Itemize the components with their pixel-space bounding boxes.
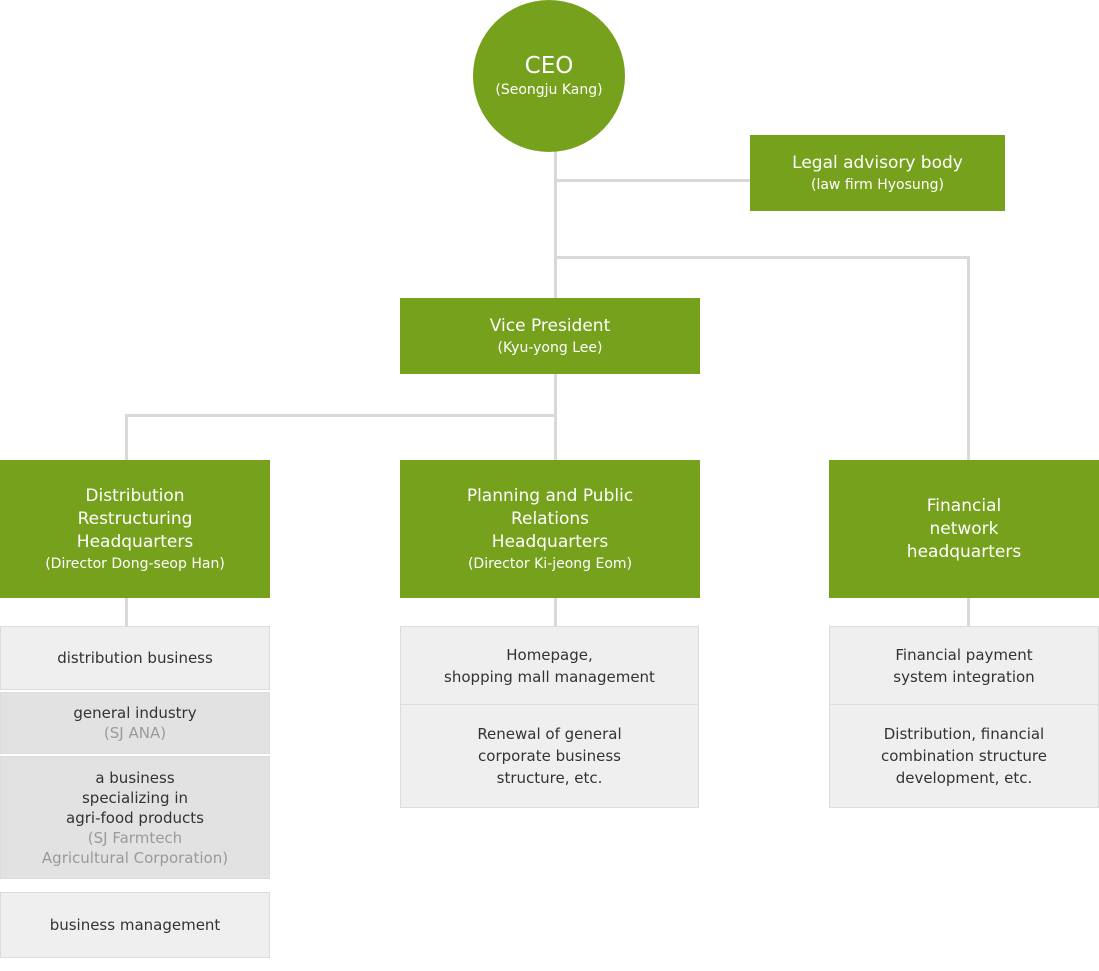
financial-item-payment: Financial payment system integration: [830, 627, 1098, 704]
legal-advisory-node: Legal advisory body (law firm Hyosung): [750, 135, 1005, 211]
planning-hq-director: (Director Ki-jeong Eom): [467, 555, 633, 572]
connector-distribution-items: [125, 598, 128, 626]
distribution-hq-node: Distribution Restructuring Headquarters …: [0, 460, 270, 598]
item-text-line: Homepage,: [506, 645, 593, 664]
ceo-title: CEO: [524, 52, 574, 79]
planning-item-renewal: Renewal of general corporate business st…: [401, 704, 698, 807]
connector-financial-items: [967, 598, 970, 626]
connector-planning-items: [554, 598, 557, 626]
item-text-line: agri-food products: [66, 808, 204, 827]
connector-financial-vertical: [967, 256, 970, 460]
planning-item-homepage: Homepage, shopping mall management: [401, 627, 698, 704]
ceo-name: (Seongju Kang): [495, 81, 603, 98]
item-text-line: a business: [95, 768, 175, 787]
item-text-line: development, etc.: [895, 769, 1033, 787]
financial-hq-title-line: network: [929, 518, 999, 539]
connector-distribution-horizontal: [125, 414, 557, 417]
item-text-line: Financial payment: [895, 645, 1033, 664]
distribution-item-distribution-business: distribution business: [0, 626, 270, 690]
distribution-item-business-management: business management: [0, 892, 270, 958]
item-text-line: business management: [49, 916, 221, 934]
item-text-line: distribution business: [57, 649, 213, 667]
item-text-line: specializing in: [81, 788, 189, 807]
item-note-line: (SJ ANA): [103, 724, 167, 742]
financial-items-list: Financial payment system integration Dis…: [829, 626, 1099, 808]
vice-president-name: (Kyu-yong Lee): [497, 339, 603, 356]
item-text-line: general industry: [73, 704, 197, 722]
item-text-line: shopping mall management: [444, 667, 655, 686]
vice-president-title: Vice President: [489, 315, 611, 336]
item-note-line: (SJ Farmtech: [87, 828, 183, 847]
connector-financial-horizontal: [554, 256, 970, 259]
financial-item-distribution: Distribution, financial combination stru…: [830, 704, 1098, 807]
planning-hq-title-line: Planning and Public: [466, 485, 634, 506]
ceo-node: CEO (Seongju Kang): [473, 0, 625, 152]
distribution-hq-title-line: Distribution: [85, 485, 185, 506]
financial-hq-title-line: headquarters: [906, 541, 1022, 562]
distribution-item-general-industry: general industry (SJ ANA): [0, 692, 270, 754]
item-text-line: Renewal of general: [477, 725, 622, 743]
item-text-line: structure, etc.: [496, 769, 603, 787]
distribution-hq-title-line: Headquarters: [76, 531, 194, 552]
distribution-hq-title-line: Restructuring: [77, 508, 193, 529]
planning-hq-title-line: Relations: [510, 508, 590, 529]
item-note-line: Agricultural Corporation): [41, 848, 229, 867]
legal-advisory-title: Legal advisory body: [792, 152, 963, 173]
financial-hq-node: Financial network headquarters: [829, 460, 1099, 598]
distribution-hq-director: (Director Dong-seop Han): [45, 555, 225, 572]
connector-ceo-vertical: [554, 150, 557, 298]
connector-legal-horizontal: [554, 179, 750, 182]
connector-distribution-vertical: [125, 414, 128, 460]
item-text-line: corporate business: [478, 747, 621, 765]
vice-president-node: Vice President (Kyu-yong Lee): [400, 298, 700, 374]
item-text-line: system integration: [893, 667, 1035, 686]
item-text-line: combination structure: [881, 747, 1047, 765]
item-text-line: Distribution, financial: [883, 725, 1045, 743]
financial-hq-title-line: Financial: [926, 495, 1002, 516]
legal-advisory-name: (law firm Hyosung): [810, 176, 944, 193]
planning-hq-node: Planning and Public Relations Headquarte…: [400, 460, 700, 598]
distribution-item-agri-food: a business specializing in agri-food pro…: [0, 756, 270, 879]
planning-items-list: Homepage, shopping mall management Renew…: [400, 626, 699, 808]
planning-hq-title-line: Headquarters: [491, 531, 609, 552]
